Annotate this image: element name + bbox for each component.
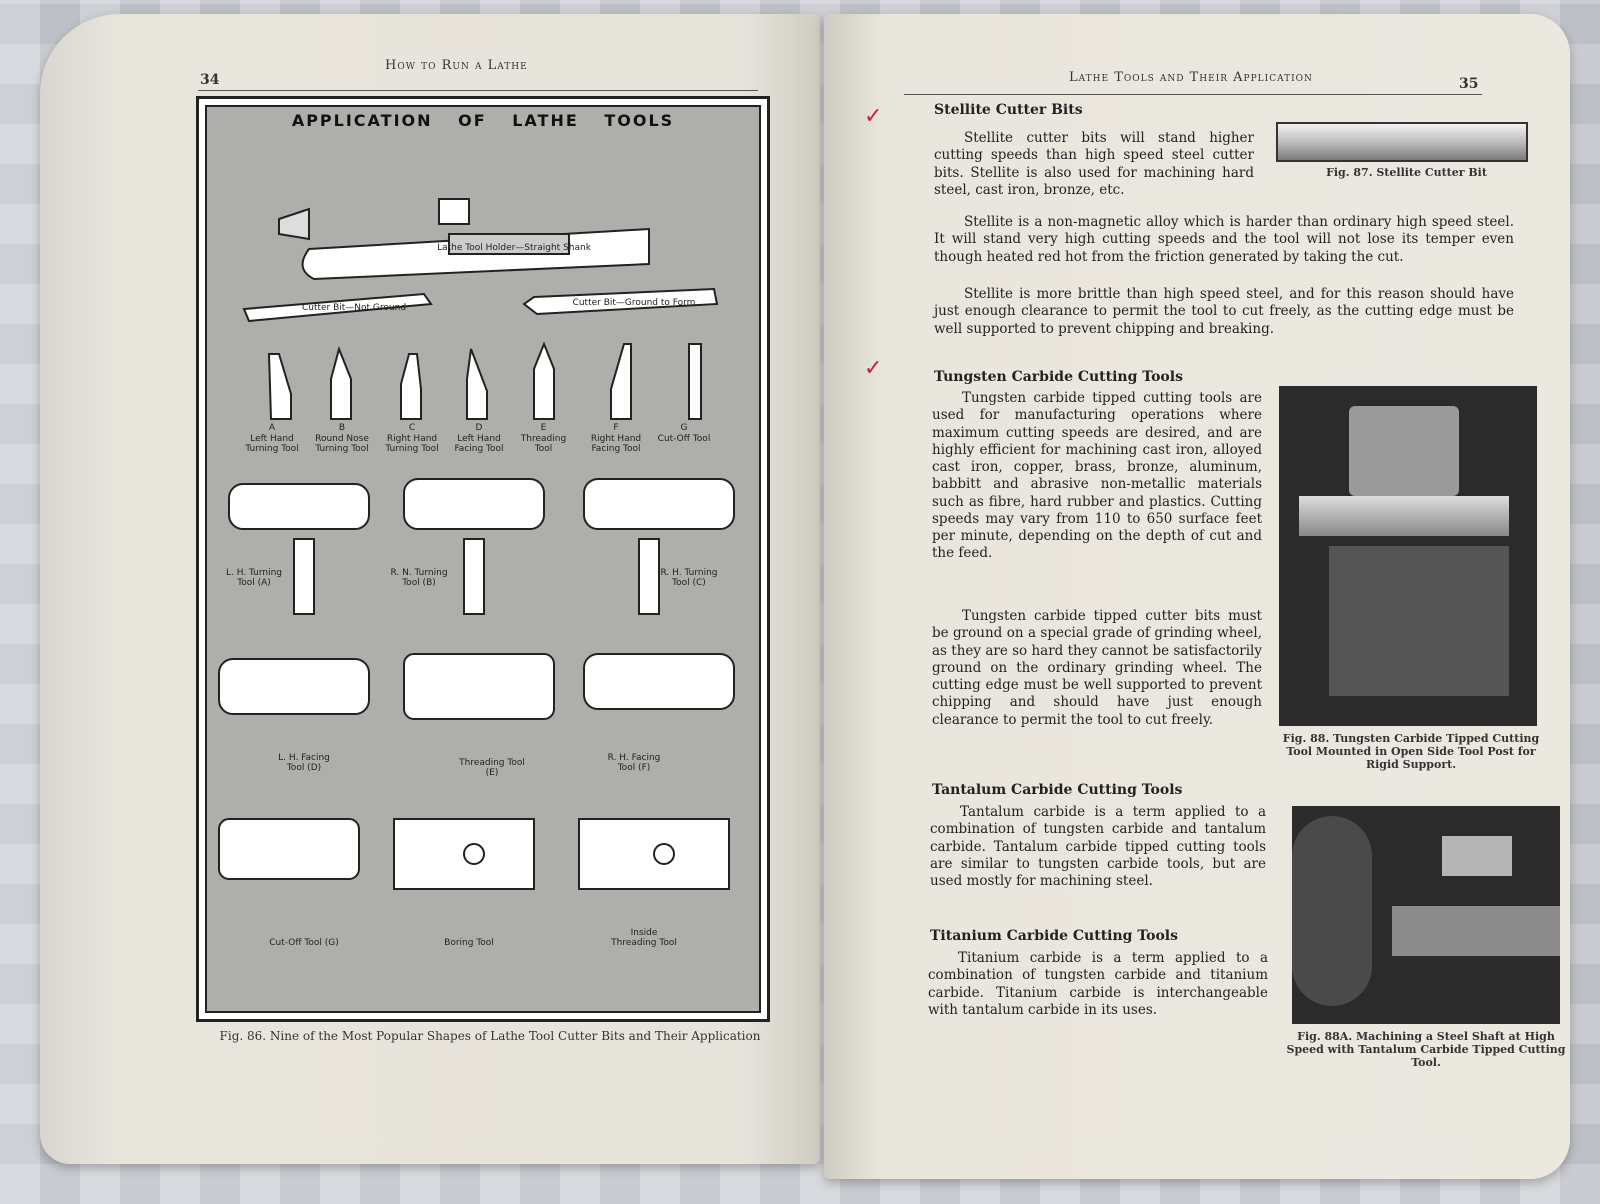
figure-87-caption: Fig. 87. Stellite Cutter Bit bbox=[1326, 166, 1487, 179]
right-running-head: Lathe Tools and Their Application bbox=[1069, 70, 1313, 85]
app-label-rh-facing: R. H. Facing Tool (F) bbox=[607, 753, 661, 773]
left-page: 34 How to Run a Lathe APPLICATION OF LAT… bbox=[40, 14, 820, 1164]
tool-name-c: Right Hand Turning Tool bbox=[385, 434, 439, 454]
tantalum-paragraph: Tantalum carbide is a term applied to a … bbox=[930, 804, 1266, 890]
tool-name-f: Right Hand Facing Tool bbox=[590, 434, 642, 454]
check-mark-1: ✓ bbox=[864, 104, 883, 129]
app-label-rn-turning: R. N. Turning Tool (B) bbox=[390, 568, 448, 588]
tool-shape-drawings bbox=[267, 341, 702, 420]
figure-88-photo bbox=[1279, 386, 1537, 726]
cutter-bit-drawings bbox=[242, 287, 719, 323]
figure-88a-photo bbox=[1292, 806, 1560, 1024]
right-head-rule bbox=[904, 94, 1482, 95]
titanium-heading: Titanium Carbide Cutting Tools bbox=[930, 928, 1179, 944]
figure-88a-caption: Fig. 88A. Machining a Steel Shaft at Hig… bbox=[1286, 1030, 1566, 1070]
tool-name-d: Left Hand Facing Tool bbox=[454, 434, 504, 454]
app-label-inside-threading: Inside Threading Tool bbox=[611, 928, 677, 948]
check-mark-2: ✓ bbox=[864, 356, 883, 381]
left-running-head: How to Run a Lathe bbox=[385, 58, 528, 73]
app-label-threading: Threading Tool (E) bbox=[459, 758, 525, 778]
application-drawings bbox=[218, 478, 735, 890]
tool-name-g: Cut-Off Tool bbox=[657, 434, 711, 444]
app-label-lh-turning: L. H. Turning Tool (A) bbox=[225, 568, 283, 588]
bit-ground-label: Cutter Bit—Ground to Form bbox=[572, 298, 696, 308]
tool-letter-f: F bbox=[613, 423, 619, 433]
app-label-lh-facing: L. H. Facing Tool (D) bbox=[278, 753, 330, 773]
plate-title: APPLICATION OF LATHE TOOLS bbox=[291, 111, 675, 130]
figure-88-caption: Fig. 88. Tungsten Carbide Tipped Cutting… bbox=[1282, 732, 1540, 772]
stellite-paragraph-3: Stellite is more brittle than high speed… bbox=[934, 286, 1514, 337]
tungsten-heading: Tungsten Carbide Cutting Tools bbox=[934, 369, 1183, 385]
tungsten-paragraph-2: Tungsten carbide tipped cutter bits must… bbox=[932, 608, 1262, 728]
left-head-rule bbox=[198, 90, 758, 91]
tungsten-paragraph-1: Tungsten carbide tipped cutting tools ar… bbox=[932, 390, 1262, 562]
right-page: Lathe Tools and Their Application 35 ✓ S… bbox=[824, 14, 1570, 1179]
figure-86-caption: Fig. 86. Nine of the Most Popular Shapes… bbox=[219, 1029, 761, 1043]
stellite-heading: Stellite Cutter Bits bbox=[934, 102, 1083, 118]
app-label-boring: Boring Tool bbox=[444, 938, 494, 948]
tool-letter-b: B bbox=[338, 423, 346, 433]
tool-letter-c: C bbox=[408, 423, 416, 433]
tool-letter-g: G bbox=[680, 423, 688, 433]
stellite-paragraph-1: Stellite cutter bits will stand higher c… bbox=[934, 130, 1254, 198]
tool-letter-e: E bbox=[540, 423, 547, 433]
lathe-tools-illustration bbox=[218, 198, 735, 890]
tool-name-a: Left Hand Turning Tool bbox=[245, 434, 299, 454]
tool-holder-drawing bbox=[278, 198, 650, 281]
right-page-number: 35 bbox=[1459, 76, 1479, 92]
bit-not-ground-label: Cutter Bit—Not Ground bbox=[301, 303, 407, 313]
tool-letter-a: A bbox=[268, 423, 276, 433]
left-page-number: 34 bbox=[200, 72, 220, 88]
stellite-paragraph-2: Stellite is a non-magnetic alloy which i… bbox=[934, 214, 1514, 265]
holder-label: Lathe Tool Holder—Straight Shank bbox=[437, 243, 591, 253]
tantalum-heading: Tantalum Carbide Cutting Tools bbox=[932, 782, 1183, 798]
app-label-cut-off: Cut-Off Tool (G) bbox=[269, 938, 339, 948]
stellite-bit-figure bbox=[1276, 122, 1528, 162]
tool-name-e: Threading Tool bbox=[520, 434, 567, 454]
titanium-paragraph: Titanium carbide is a term applied to a … bbox=[928, 950, 1268, 1018]
tool-name-b: Round Nose Turning Tool bbox=[315, 434, 369, 454]
tool-letter-d: D bbox=[475, 423, 483, 433]
open-book: 34 How to Run a Lathe APPLICATION OF LAT… bbox=[40, 14, 1570, 1184]
app-label-rh-turning: R. H. Turning Tool (C) bbox=[660, 568, 718, 588]
figure-86-plate: APPLICATION OF LATHE TOOLS bbox=[196, 96, 770, 1022]
